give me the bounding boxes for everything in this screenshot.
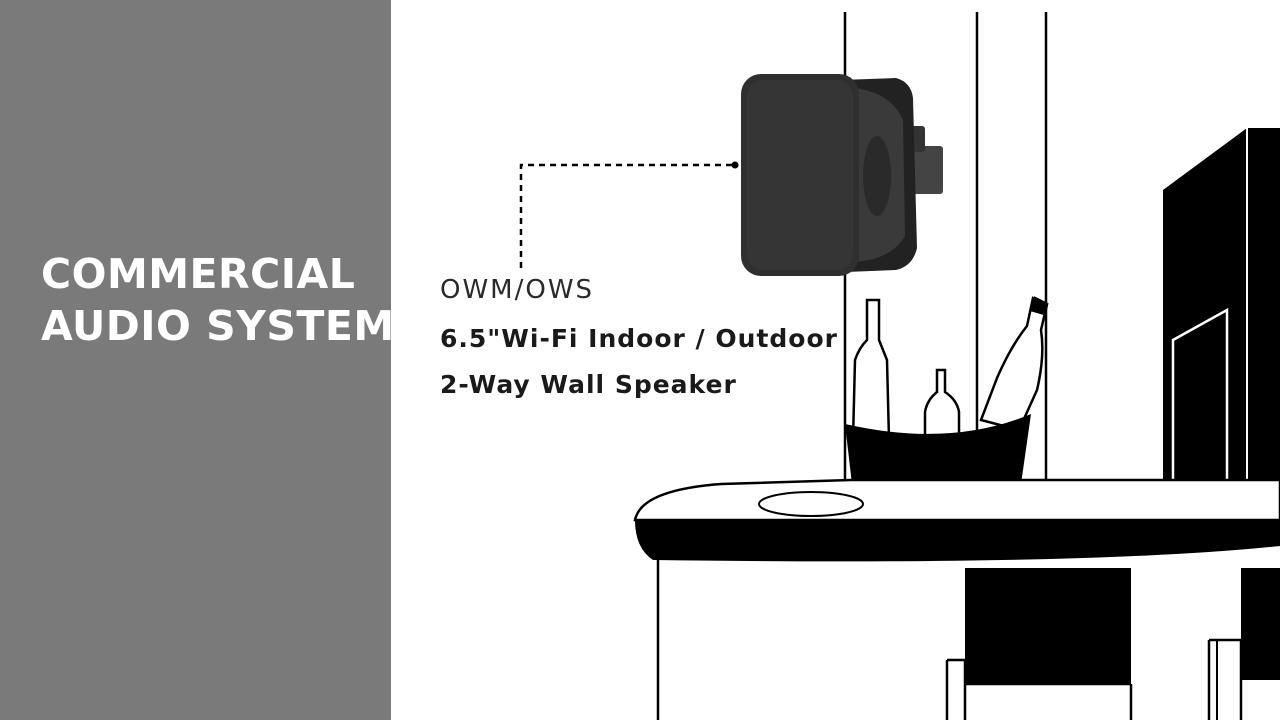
product-model: OWM/OWS [440, 275, 595, 305]
section-title: COMMERCIAL AUDIO SYSTEM [41, 248, 395, 352]
product-description-line-1: 6.5"Wi-Fi Indoor / Outdoor [440, 324, 838, 353]
callout-dot [731, 161, 739, 169]
product-description-line-2: 2-Way Wall Speaker [440, 370, 737, 399]
product-callout: OWM/OWS 6.5"Wi-Fi Indoor / Outdoor 2-Way… [440, 274, 838, 408]
callout-leader-line [519, 163, 735, 268]
bar-counter [633, 478, 1280, 720]
bar-stool-icon [945, 568, 1280, 720]
section-title-line-1: COMMERCIAL [41, 250, 356, 298]
door-icon [1163, 128, 1280, 522]
wall-speaker-icon [741, 74, 943, 276]
bar-scene-illustration: OWM/OWS 6.5"Wi-Fi Indoor / Outdoor 2-Way… [391, 0, 1280, 720]
section-title-line-2: AUDIO SYSTEM [41, 302, 395, 350]
title-panel: COMMERCIAL AUDIO SYSTEM [0, 0, 394, 720]
bottle-icon [851, 296, 1049, 442]
scene-drawing [519, 12, 1280, 720]
